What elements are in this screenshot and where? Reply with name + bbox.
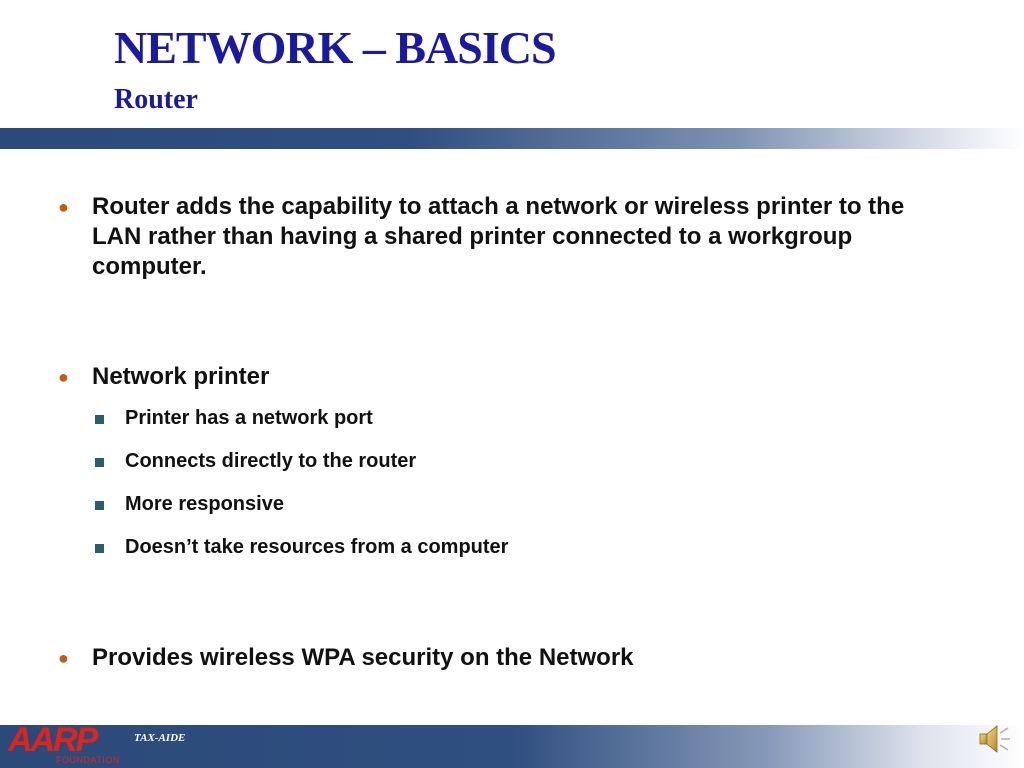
bullet-list: ● Router adds the capability to attach a…: [58, 192, 958, 673]
slide-title: NETWORK – BASICS: [114, 22, 557, 73]
bullet-item: ● Router adds the capability to attach a…: [58, 192, 958, 282]
header-gradient-bar: [0, 128, 1024, 149]
sub-bullet-text: More responsive: [125, 493, 284, 515]
sub-bullet-list: Printer has a network port Connects dire…: [58, 406, 958, 578]
footer-gradient-bar: [0, 725, 1024, 768]
bullet-item: ● Network printer: [58, 362, 958, 392]
sub-bullet-item: Connects directly to the router: [58, 449, 958, 492]
sub-bullet-text: Doesn’t take resources from a computer: [125, 536, 509, 558]
sub-bullet-text: Printer has a network port: [125, 407, 373, 429]
sub-bullet-item: More responsive: [58, 492, 958, 535]
square-bullet-icon: [95, 458, 104, 467]
square-bullet-icon: [95, 415, 104, 424]
bullet-dot-icon: ●: [58, 648, 69, 668]
slide-subtitle: Router: [114, 84, 198, 115]
aarp-foundation-logo: AARP FOUNDATION: [2, 721, 130, 768]
square-bullet-icon: [95, 544, 104, 553]
speaker-icon[interactable]: [978, 722, 1014, 756]
bullet-text: Router adds the capability to attach a n…: [92, 193, 905, 280]
bullet-item: ● Provides wireless WPA security on the …: [58, 643, 958, 673]
bullet-dot-icon: ●: [58, 197, 69, 217]
sub-bullet-item: Printer has a network port: [58, 406, 958, 449]
square-bullet-icon: [95, 501, 104, 510]
sub-bullet-text: Connects directly to the router: [125, 450, 417, 472]
bullet-text: Network printer: [92, 363, 270, 390]
program-label: TAX-AIDE: [134, 732, 186, 744]
bullet-text: Provides wireless WPA security on the Ne…: [92, 644, 634, 671]
sub-bullet-item: Doesn’t take resources from a computer: [58, 535, 958, 578]
logo-text: AARP: [8, 721, 98, 759]
logo-subtext: FOUNDATION: [56, 755, 120, 765]
bullet-dot-icon: ●: [58, 367, 69, 387]
